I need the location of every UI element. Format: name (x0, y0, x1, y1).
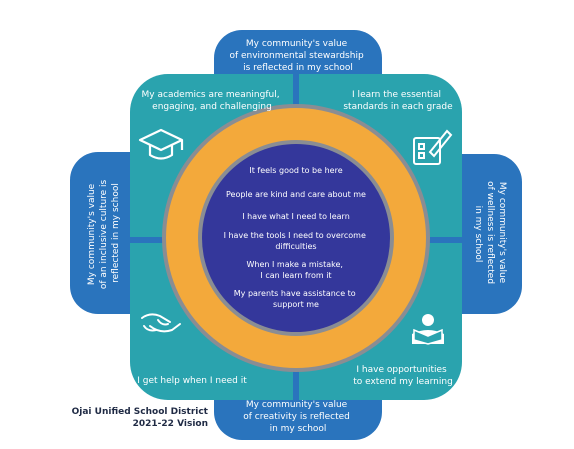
footer-vision: 2021-22 Vision (133, 419, 208, 429)
center-item-5: When I make a mistake, I can learn from … (247, 260, 346, 280)
center-item-1: It feels good to be here (249, 166, 342, 175)
graduation-cap-icon (138, 128, 184, 160)
tab-left-line-2: of an inclusive culture is (99, 179, 109, 289)
center-item-4-line-2: difficulties (275, 242, 316, 251)
tab-right-line-1: My community's value (497, 182, 507, 284)
tab-top-line-2: of environmental stewardship (229, 51, 364, 61)
student-reading-icon (412, 314, 444, 345)
quadrant-bottom-left-text: I get help when I need it (137, 376, 247, 386)
qbr-line-2: to extend my learning (353, 377, 453, 387)
qbr-line-1: I have opportunities (356, 365, 447, 375)
tab-top-line-1: My community's value (246, 39, 348, 49)
center-item-3: I have what I need to learn (242, 212, 350, 221)
tab-left-line-3: reflected in my school (111, 183, 121, 283)
qtr-line-2: standards in each grade (343, 102, 453, 112)
center-item-6-line-2: support me (273, 300, 319, 309)
quadrant-bottom-right-text: I have opportunities to extend my learni… (353, 365, 453, 387)
center-item-4: I have the tools I need to overcome diff… (224, 231, 369, 251)
center-item-6-line-1: My parents have assistance to (234, 289, 356, 298)
center-circle (202, 144, 390, 332)
center-item-5-line-1: When I make a mistake, (247, 260, 343, 269)
qtl-line-1: My academics are meaningful, (142, 90, 280, 100)
center-item-2: People are kind and care about me (226, 190, 366, 199)
qtr-line-1: I learn the essential (352, 90, 441, 100)
checklist-pencil-icon (413, 129, 453, 165)
qtl-line-2: engaging, and challenging (152, 102, 272, 112)
tab-right-text: My community's value of wellness is refl… (473, 181, 507, 287)
helping-hands-icon (141, 313, 181, 333)
footer-district: Ojai Unified School District (72, 407, 209, 417)
tab-top-text: My community's value of environmental st… (229, 39, 366, 73)
tab-right-line-3: in my school (473, 206, 483, 263)
center-item-6: My parents have assistance to support me (234, 289, 358, 309)
center-item-4-line-1: I have the tools I need to overcome (224, 231, 366, 240)
tab-right-line-2: of wellness is reflected (485, 181, 495, 284)
center-items: It feels good to be here People are kind… (224, 166, 369, 309)
tab-bottom-line-1: My community's value (246, 400, 348, 410)
tab-left-line-1: My community's value (87, 183, 97, 285)
quadrant-top-right-text: I learn the essential standards in each … (343, 90, 453, 112)
center-rings (162, 104, 430, 372)
tab-bottom-text: My community's value of creativity is re… (243, 400, 353, 434)
qbl-line-1: I get help when I need it (137, 376, 247, 386)
tab-bottom-line-3: in my school (270, 424, 327, 434)
tab-bottom-line-2: of creativity is reflected (243, 412, 350, 422)
tab-top-line-3: is reflected in my school (243, 63, 353, 73)
tab-left-text: My community's value of an inclusive cul… (87, 177, 121, 289)
quadrant-top-left-text: My academics are meaningful, engaging, a… (142, 90, 283, 112)
center-item-5-line-2: I can learn from it (260, 271, 331, 280)
